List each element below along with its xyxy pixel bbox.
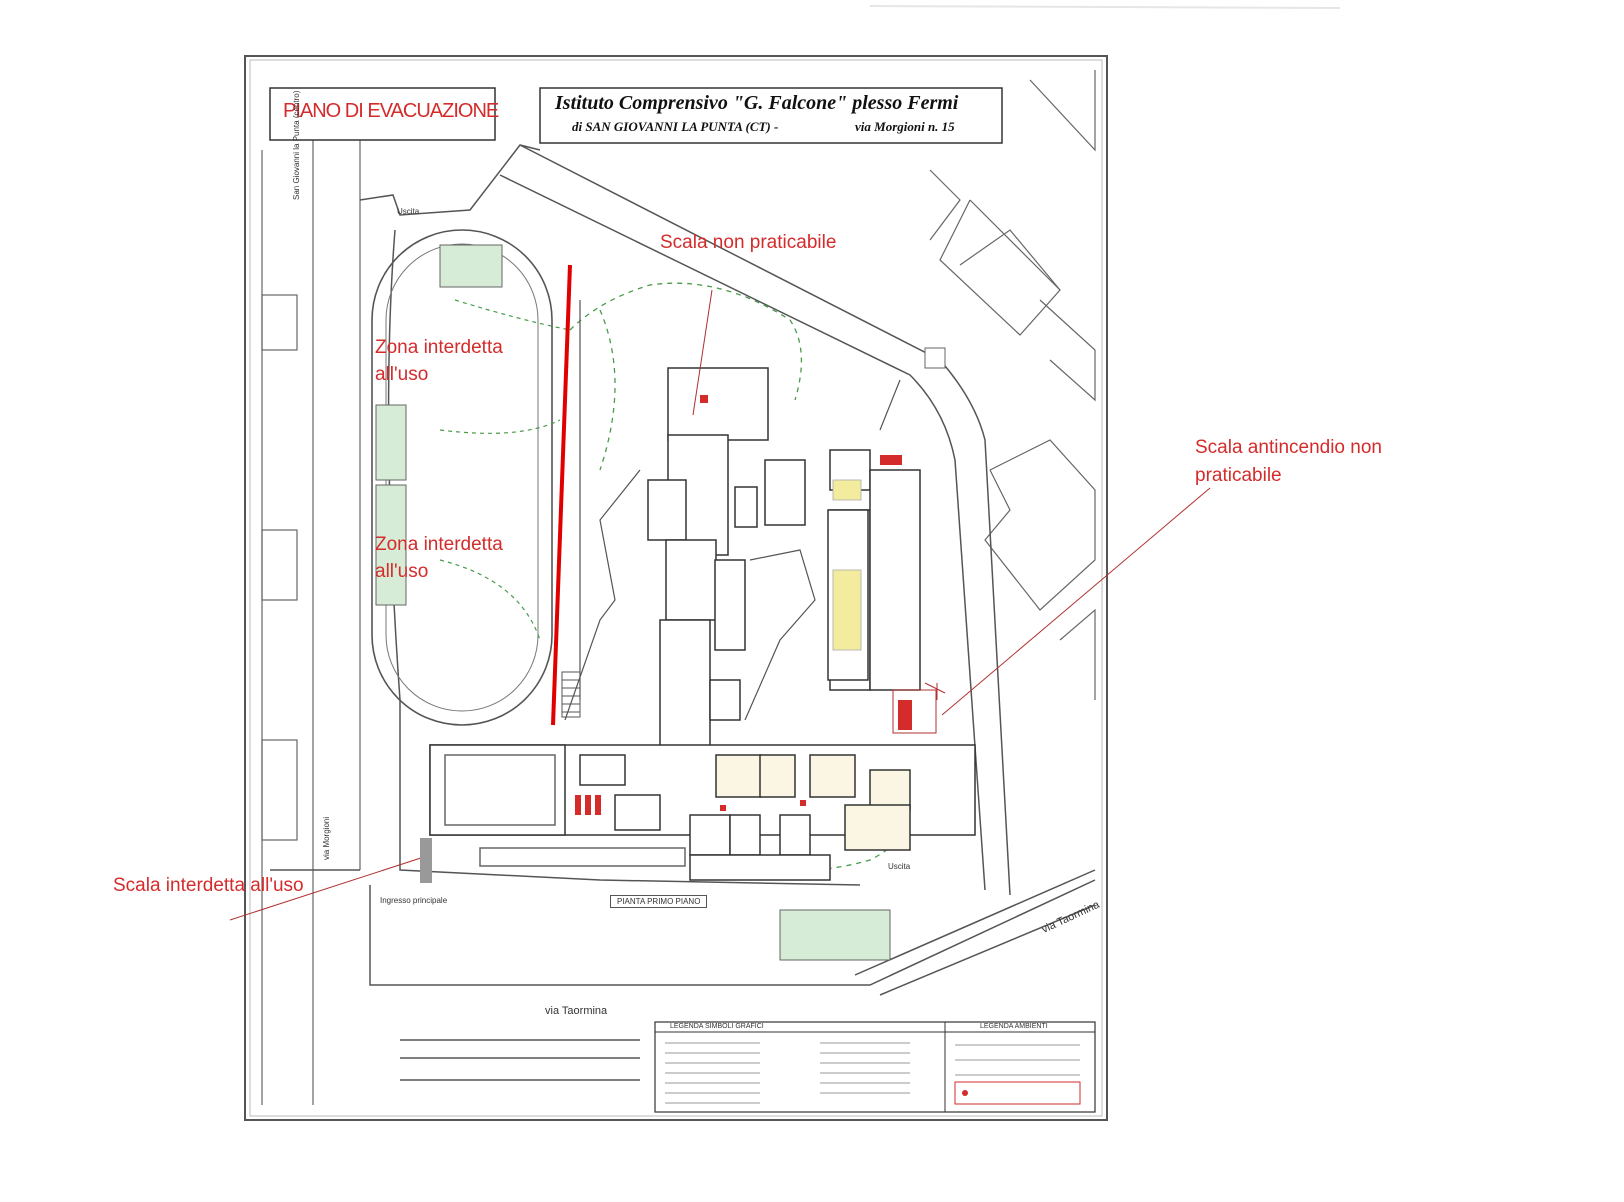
annotation-fire-stair-line1: Scala antincendio non (1195, 437, 1382, 458)
forbidden-zone-line (551, 264, 572, 726)
school-address: via Morgioni n. 15 (855, 119, 955, 134)
stairs-left (561, 671, 581, 718)
red-markers (575, 395, 912, 815)
annotation-zone-2-line1: Zona interdetta (375, 534, 503, 555)
plan-title-box (269, 87, 496, 141)
right-surroundings (929, 70, 1096, 700)
sports-field (371, 229, 571, 726)
legend-symbols-title: LEGENDA SIMBOLI GRAFICI (670, 1023, 764, 1030)
pointer-fire-stair (941, 487, 1211, 716)
annotation-fire-stair-line2: praticabile (1195, 465, 1282, 486)
annotation-stair-not-usable: Scala non praticabile (660, 232, 837, 253)
gym (827, 479, 869, 681)
main-entrance-label: Ingresso principale (380, 896, 448, 905)
pointer-forbidden-stair (229, 854, 431, 921)
exit-bottom-label: Uscita (888, 862, 911, 871)
assembly-points (779, 347, 946, 961)
annotation-zone-2-line2: all'uso (375, 561, 429, 582)
street-left-top: San Giovanni la Punta (centro) (292, 90, 301, 200)
plan-title: PIANO DI EVACUAZIONE (283, 100, 499, 122)
pointer-stair (692, 289, 713, 416)
left-surroundings (261, 140, 361, 1105)
courtyard (564, 300, 901, 721)
annotation-zone-1-line1: Zona interdetta (375, 337, 503, 358)
street-bottom-label: via Taormina (545, 1005, 608, 1017)
fire-stair-marker (892, 689, 937, 734)
school-name: Istituto Comprensivo "G. Falcone" plesso… (555, 92, 959, 114)
street-left-bottom: via Morgioni (322, 816, 331, 860)
school-info-box (539, 87, 1003, 144)
school-location: di SAN GIOVANNI LA PUNTA (CT) - (572, 119, 779, 134)
annotation-zone-1-line2: all'uso (375, 364, 429, 385)
floor-label: PIANTA PRIMO PIANO (610, 895, 708, 908)
annotation-stair-forbidden: Scala interdetta all'uso (113, 875, 304, 896)
exit-top-label: Uscita (397, 207, 420, 216)
legend-rooms-title: LEGENDA AMBIENTI (980, 1023, 1048, 1030)
legend (654, 1021, 1096, 1113)
